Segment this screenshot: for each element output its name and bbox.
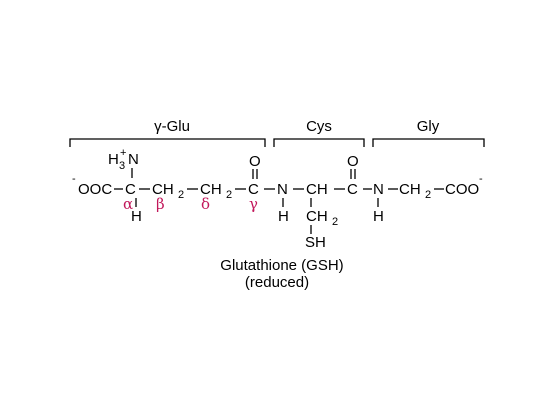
sulfhydryl-group: SH xyxy=(305,234,326,251)
cys-amide-nitrogen: N xyxy=(277,181,288,198)
gamma-carbonyl-carbon: C xyxy=(248,181,259,198)
gly-amide-nitrogen: N xyxy=(373,181,384,198)
cys-carbonyl-oxygen: O xyxy=(347,153,359,170)
delta-ch2: CH xyxy=(200,181,222,198)
cys-section-label: Cys xyxy=(306,118,332,135)
gamma-carbonyl-oxygen: O xyxy=(249,153,261,170)
ammonium-h-subscript: 3 xyxy=(119,160,125,172)
ammonium-charge: + xyxy=(120,147,126,159)
section-brackets xyxy=(69,138,485,147)
delta-ch2-subscript: 2 xyxy=(226,189,232,201)
left-carboxylate: OOC xyxy=(78,181,112,198)
cys-bracket xyxy=(273,138,365,147)
gly-amide-hydrogen: H xyxy=(373,208,384,225)
ammonium-nitrogen: N xyxy=(128,151,139,168)
delta-label: δ xyxy=(201,195,210,213)
gly-bracket xyxy=(372,138,485,147)
cys-side-chain-subscript: 2 xyxy=(332,216,338,228)
glu-bracket xyxy=(69,138,266,147)
cys-amide-hydrogen: H xyxy=(278,208,289,225)
left-carboxylate-charge: - xyxy=(72,173,76,185)
gly-ch2: CH xyxy=(399,181,421,198)
alpha-hydrogen: H xyxy=(131,208,142,225)
beta-label: β xyxy=(156,195,165,213)
gamma-label: γ xyxy=(249,195,258,213)
cys-carbonyl-carbon: C xyxy=(347,181,358,198)
cys-alpha-ch: CH xyxy=(306,181,328,198)
gly-section-label: Gly xyxy=(417,118,440,135)
gly-ch2-subscript: 2 xyxy=(425,189,431,201)
glu-section-label: γ-Glu xyxy=(154,118,190,135)
alpha-carbon: C xyxy=(125,181,136,198)
right-carboxylate-charge: - xyxy=(479,173,483,185)
cys-side-chain-ch2: CH xyxy=(306,208,328,225)
beta-ch2-subscript: 2 xyxy=(178,189,184,201)
right-carboxylate: COO xyxy=(445,181,479,198)
molecule-name: Glutathione (GSH) xyxy=(220,257,343,274)
ammonium-h: H xyxy=(108,151,119,168)
alpha-label: α xyxy=(123,195,133,213)
beta-ch2: CH xyxy=(152,181,174,198)
molecule-state: (reduced) xyxy=(245,274,309,291)
